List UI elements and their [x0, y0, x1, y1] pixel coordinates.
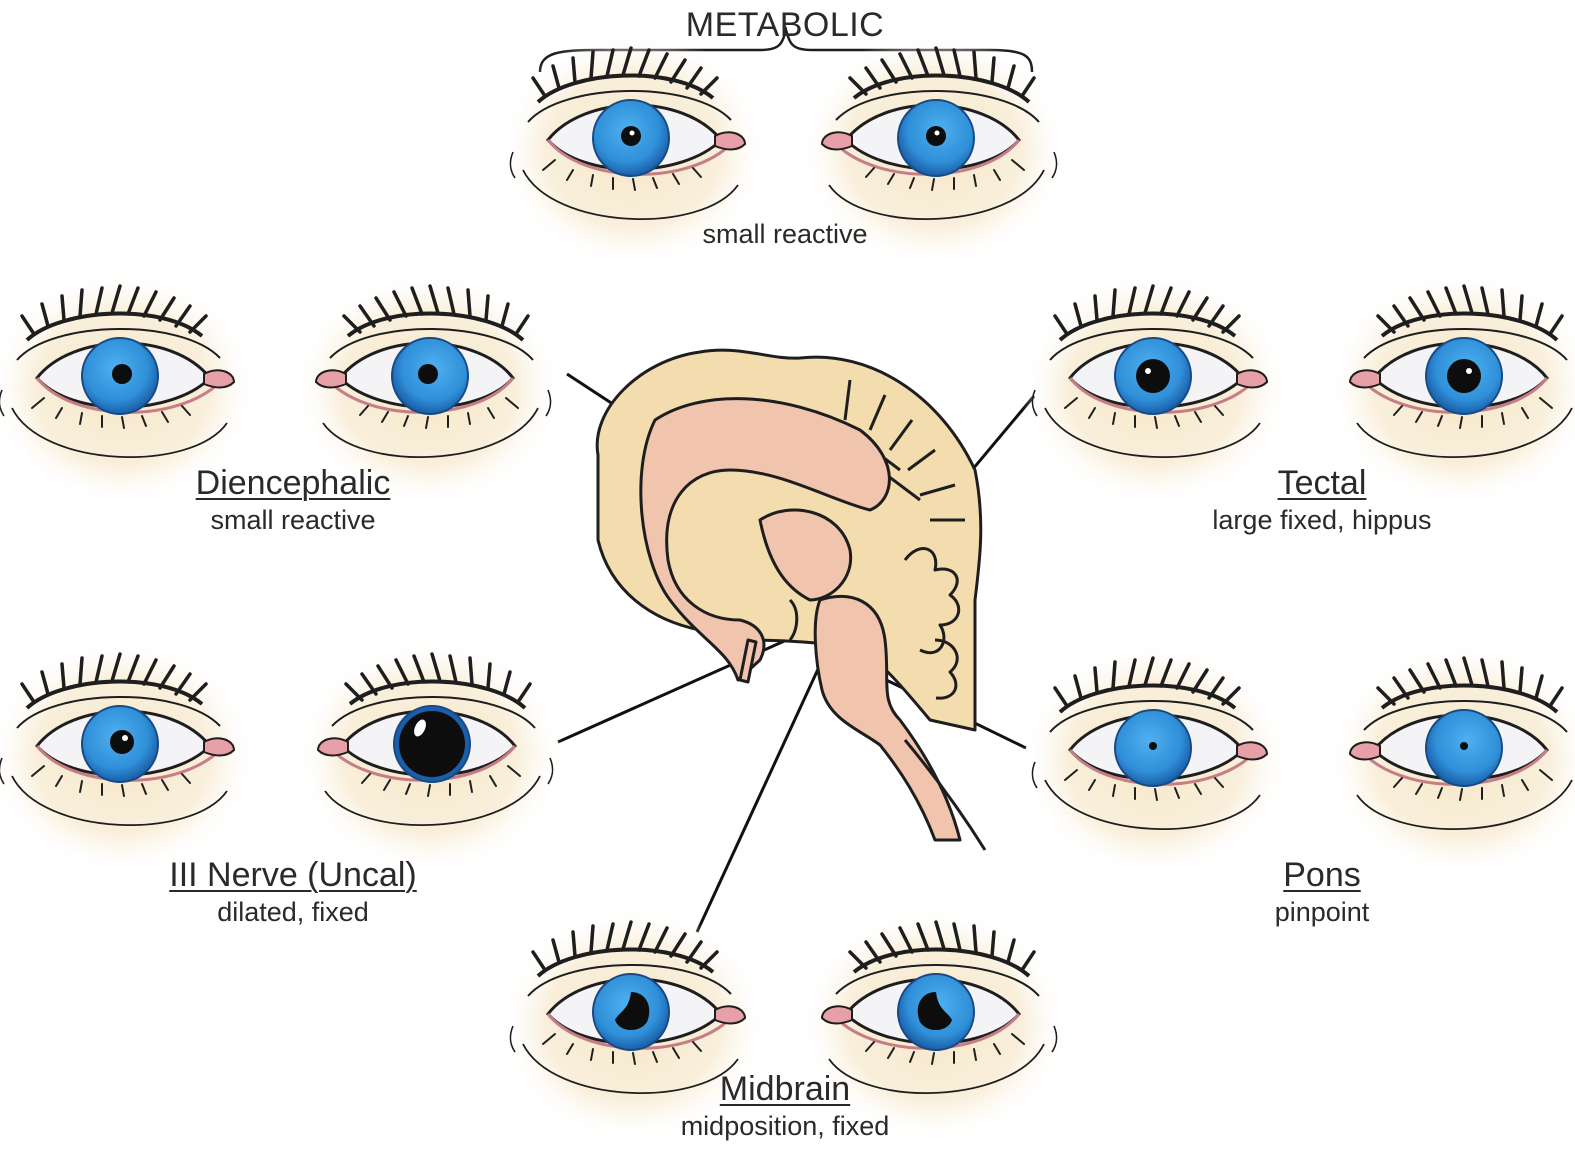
- third-nerve-label: III Nerve (Uncal) dilated, fixed: [143, 856, 443, 928]
- metabolic-label: METABOLIC: [585, 6, 985, 44]
- pons-title: Pons: [1222, 856, 1422, 894]
- third-nerve-left-eye-icon: [0, 638, 257, 874]
- pupil: [1136, 359, 1170, 393]
- third-nerve-description: dilated, fixed: [143, 896, 443, 928]
- metabolic-description: small reactive: [585, 218, 985, 250]
- pupil: [110, 730, 134, 754]
- pupil: [1149, 742, 1157, 750]
- pons-right-eye-icon: [1327, 642, 1575, 878]
- brain-sagittal-section: [597, 350, 985, 850]
- metabolic-description-label: small reactive: [585, 216, 985, 250]
- pons-label: Pons pinpoint: [1222, 856, 1422, 928]
- midbrain-title: Midbrain: [635, 1070, 935, 1108]
- pupil: [1447, 359, 1481, 393]
- pupil: [399, 711, 465, 777]
- midbrain-label: Midbrain midposition, fixed: [635, 1070, 935, 1142]
- pupil: [621, 126, 641, 146]
- third-nerve-right-eye-icon: [295, 638, 565, 874]
- diencephalic-title: Diencephalic: [143, 464, 443, 502]
- pupil: [926, 126, 946, 146]
- diencephalic-label: Diencephalic small reactive: [143, 464, 443, 536]
- tectal-title: Tectal: [1172, 464, 1472, 502]
- pons-left-eye-icon: [1020, 642, 1290, 878]
- diencephalic-description: small reactive: [143, 504, 443, 536]
- tectal-label: Tectal large fixed, hippus: [1172, 464, 1472, 536]
- pupil: [418, 364, 438, 384]
- pons-description: pinpoint: [1222, 896, 1422, 928]
- third-nerve-title: III Nerve (Uncal): [143, 856, 443, 894]
- metabolic-title: METABOLIC: [585, 6, 985, 44]
- tectal-description: large fixed, hippus: [1172, 504, 1472, 536]
- midbrain-description: midposition, fixed: [635, 1110, 935, 1142]
- pupil: [112, 364, 132, 384]
- pupil: [1460, 742, 1468, 750]
